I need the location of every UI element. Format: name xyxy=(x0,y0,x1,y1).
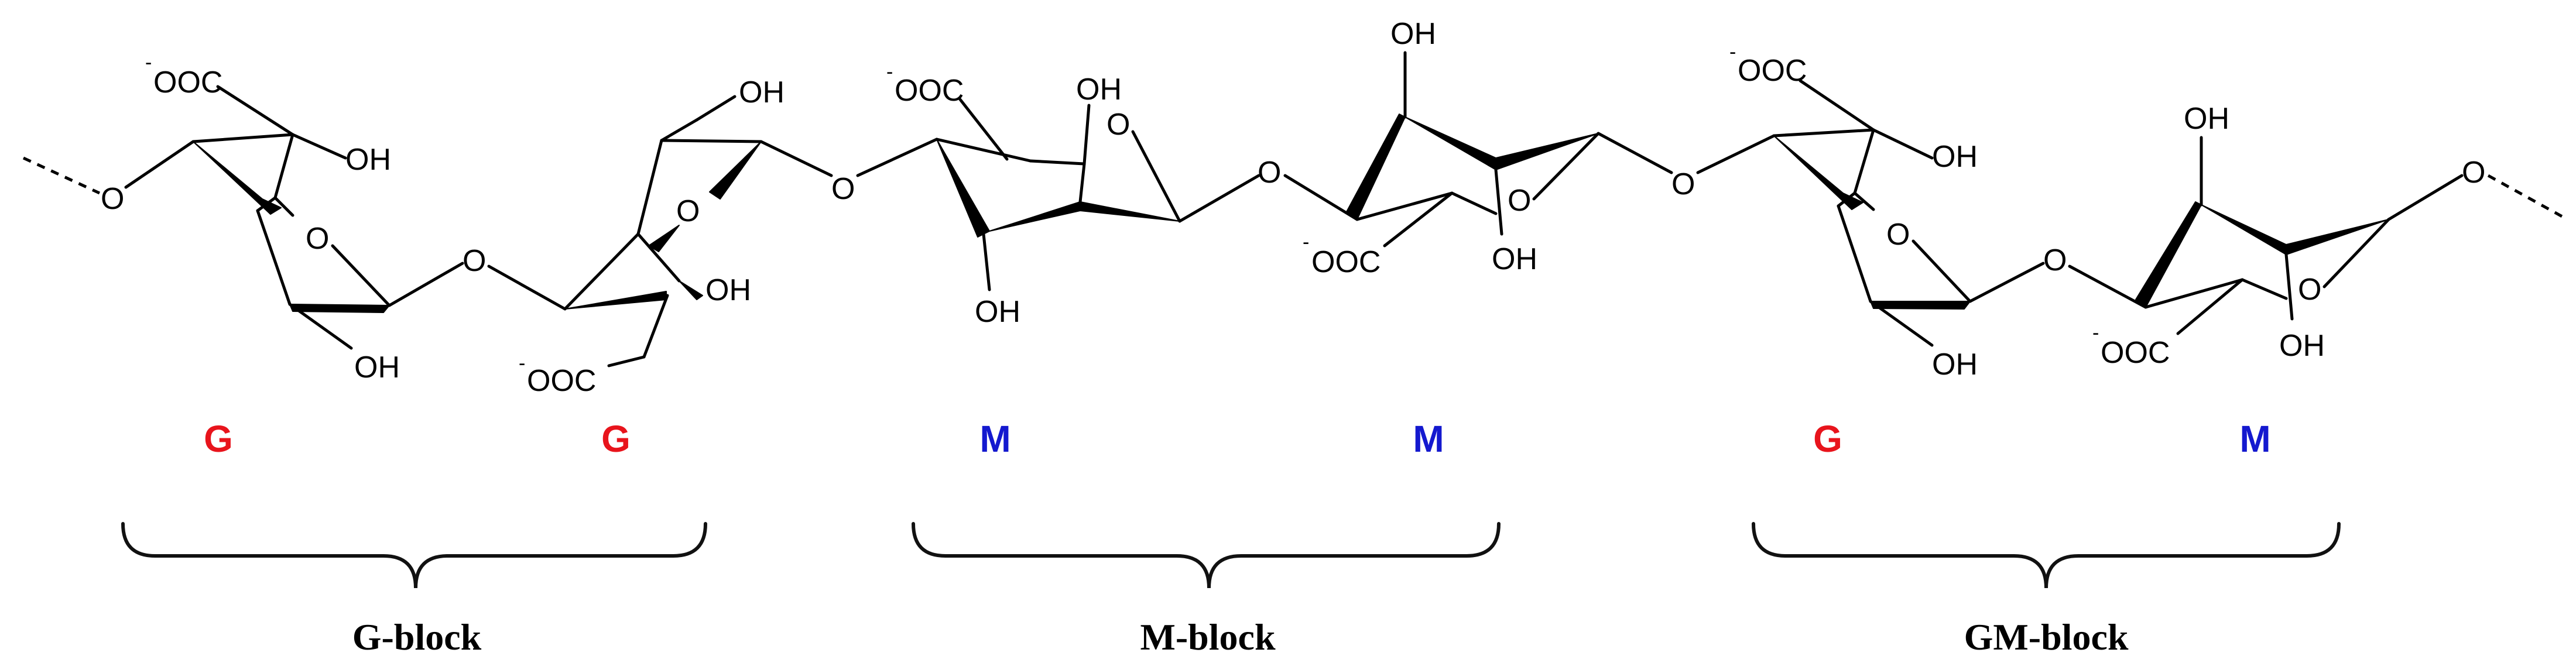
charge-label: - xyxy=(145,51,152,74)
ring-oxygen: O xyxy=(2298,273,2321,307)
brace-gm-block xyxy=(1752,522,2341,589)
residue-m3: OH - OOC OH O xyxy=(2092,102,2464,370)
chain-end-left: O xyxy=(22,140,195,216)
carboxylate-label: OOC xyxy=(1311,245,1381,279)
carboxylate-label: OOC xyxy=(2101,336,2170,370)
block-label-g: G-block xyxy=(352,616,482,658)
wedge-bond xyxy=(648,225,680,252)
terminal-oxygen-right: O xyxy=(2462,156,2485,190)
wedge-bond xyxy=(709,141,762,200)
chain-end-right: O xyxy=(2462,156,2565,219)
glycosidic-oxygen: O xyxy=(463,244,486,278)
hydroxyl-label: OH xyxy=(354,351,400,384)
wedge-bond xyxy=(989,201,1180,232)
block-label-gm: GM-block xyxy=(1964,616,2129,658)
carboxylate-label: OOC xyxy=(527,364,596,398)
block-labels: G-block M-block GM-block xyxy=(352,616,2129,658)
residue-g3: - OOC OH O OH O xyxy=(1729,41,2147,382)
brace-m-block xyxy=(912,522,1501,589)
wedge-bond xyxy=(2286,219,2389,255)
glycosidic-oxygen: O xyxy=(1671,167,1695,201)
ring-oxygen: O xyxy=(1508,184,1531,218)
hydroxyl-label: OH xyxy=(1390,17,1436,51)
wedge-bond xyxy=(1773,135,1864,210)
residue-g1: - OOC OH O OH O xyxy=(145,51,567,384)
carboxylate-label: OOC xyxy=(1738,54,1807,88)
residue-label-3: M xyxy=(979,418,1010,460)
hydroxyl-label: OH xyxy=(345,143,391,177)
charge-label: - xyxy=(886,61,893,83)
hydroxyl-label: OH xyxy=(2184,102,2229,136)
residue-g2: OH O OH - OOC O xyxy=(519,75,938,398)
hydroxyl-label: OH xyxy=(739,75,785,109)
wedge-bond xyxy=(1870,301,1971,310)
hydroxyl-label: OH xyxy=(975,295,1020,329)
wedge-bond xyxy=(1495,133,1599,170)
hydroxyl-label: OH xyxy=(705,273,751,307)
wedge-bond xyxy=(193,141,282,215)
glycosidic-oxygen: O xyxy=(2043,243,2067,277)
residue-label-1: G xyxy=(204,418,233,460)
hydroxyl-label: OH xyxy=(1492,242,1537,276)
residue-m2: OH - OOC OH O O xyxy=(1303,17,1776,279)
carboxylate-label: OOC xyxy=(895,74,964,108)
charge-label: - xyxy=(519,352,525,374)
hydroxyl-label: OH xyxy=(2279,329,2325,363)
wedge-bond xyxy=(289,304,390,313)
ring-oxygen: O xyxy=(306,222,329,256)
charge-label: - xyxy=(1729,41,1736,63)
carboxylate-label: OOC xyxy=(153,66,222,99)
residue-labels: G G M M G M xyxy=(204,418,2271,460)
residue-label-2: G xyxy=(601,418,631,460)
hydroxyl-label: OH xyxy=(1932,348,1978,382)
glycosidic-oxygen: O xyxy=(1258,156,1281,190)
wedge-bond xyxy=(679,280,703,300)
glycosidic-oxygen: O xyxy=(831,172,855,206)
charge-label: - xyxy=(2092,322,2099,344)
block-label-m: M-block xyxy=(1140,616,1276,658)
wedge-bond xyxy=(1346,114,1406,220)
residue-label-6: M xyxy=(2239,418,2270,460)
block-braces xyxy=(121,522,2341,589)
residue-label-5: G xyxy=(1813,418,1842,460)
brace-g-block xyxy=(121,522,707,589)
ring-oxygen: O xyxy=(1107,108,1130,142)
ring-oxygen: O xyxy=(676,194,700,228)
hydroxyl-label: OH xyxy=(1932,140,1978,174)
wedge-bond xyxy=(2135,201,2202,308)
ring-oxygen: O xyxy=(1886,218,1910,252)
terminal-oxygen-left: O xyxy=(101,182,124,216)
charge-label: - xyxy=(1303,231,1309,253)
wedge-bond xyxy=(936,139,990,238)
residue-label-4: M xyxy=(1413,418,1444,460)
hydroxyl-label: OH xyxy=(1076,73,1122,106)
wedge-bond xyxy=(2201,204,2287,255)
residue-m1: - OOC OH O OH O xyxy=(886,61,1359,329)
wedge-bond xyxy=(1405,116,1496,170)
